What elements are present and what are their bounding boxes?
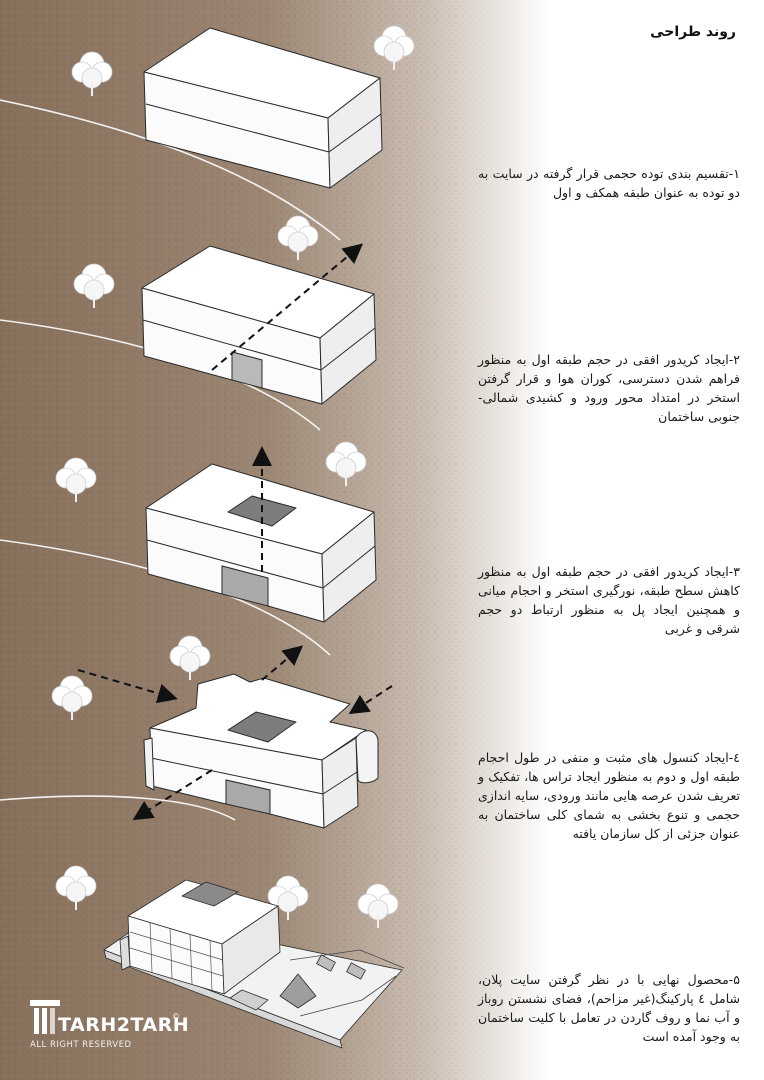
rights-notice: ALL RIGHT RESERVED xyxy=(30,1040,132,1050)
column-logo-icon xyxy=(28,998,62,1040)
brand-logo: TARH2TARH © ALL RIGHT RESERVED xyxy=(28,998,228,1058)
step-4-description: ٤-ایجاد کنسول های مثبت و منفی در طول احج… xyxy=(478,748,740,843)
step-3-description: ۳-ایجاد کریدور افقی در حجم طبقه اول به م… xyxy=(478,562,740,638)
page-title: روند طراحی xyxy=(650,24,736,40)
step-1-description: ۱-تقسیم بندی توده حجمی قرار گرفته در سای… xyxy=(478,164,740,202)
brand-name: TARH2TARH xyxy=(58,1014,189,1036)
copyright-mark: © xyxy=(172,1012,180,1021)
step-5-description: ۵-محصول نهایی با در نظر گرفتن سایت پلان،… xyxy=(478,970,740,1046)
step-2-description: ۲-ایجاد کریدور افقی در حجم طبقه اول به م… xyxy=(478,350,740,426)
